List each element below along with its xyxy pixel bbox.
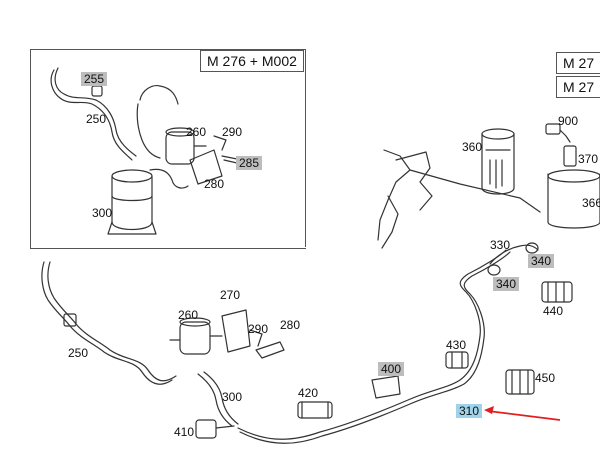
- canister-360-detail: [485, 149, 511, 189]
- sensor-900: [545, 123, 561, 135]
- right-model-label-bottom: M 27: [556, 76, 600, 98]
- part-290-main: [249, 329, 263, 347]
- label-300: 300: [222, 390, 243, 404]
- label-270: 270: [220, 288, 241, 302]
- part-280-main: [255, 341, 285, 359]
- label-900: 900: [558, 114, 579, 128]
- arrow-310-head: [484, 406, 494, 414]
- harness: [377, 149, 541, 241]
- sensor-900-wire: [559, 129, 571, 143]
- inset-frame: [30, 49, 306, 249]
- canister-360-body: [481, 133, 515, 195]
- label-420: 420: [298, 386, 319, 400]
- line-310: [237, 249, 507, 440]
- label-366-clip: 366: [582, 196, 600, 212]
- inset-hose-upper-b: [136, 103, 161, 159]
- label-430: 430: [446, 338, 467, 352]
- clamp-340-a: [525, 242, 539, 254]
- hose-300-main: [197, 373, 233, 427]
- label-360: 360: [462, 140, 483, 154]
- label-280: 280: [280, 318, 301, 332]
- label-366: 366: [582, 196, 600, 210]
- inset-label-250: 250: [86, 112, 107, 126]
- harness-b: [381, 195, 399, 249]
- right-model-label-top: M 27: [556, 52, 600, 74]
- clip-440-detail: [547, 281, 565, 303]
- hose-330: [489, 244, 539, 265]
- label-340-a: 340: [528, 254, 555, 268]
- inset-hose-250: [50, 69, 133, 161]
- hose-250-clamp: [63, 313, 77, 327]
- connector-400: [371, 375, 401, 399]
- label-450: 450: [535, 371, 556, 385]
- hose-250-main-b: [47, 261, 177, 382]
- inset-hose-to-pump: [149, 168, 189, 189]
- inset-pump-260-top: [165, 127, 195, 137]
- inset-part-290: [213, 135, 227, 151]
- inset-canister-300-ring: [111, 195, 153, 202]
- inset-bracket-280: [189, 149, 223, 185]
- inset-label-285: 285: [236, 156, 263, 170]
- pump-260-main-top: [179, 317, 211, 327]
- valve-410-port: [215, 425, 235, 429]
- label-330: 330: [490, 238, 511, 252]
- clip-430: [445, 351, 469, 369]
- hose-300-main-b: [203, 371, 239, 425]
- clip-430-detail: [451, 351, 463, 369]
- label-370: 370: [578, 152, 599, 166]
- inset-label-280: 280: [204, 177, 225, 191]
- valve-370: [563, 145, 577, 167]
- valve-410: [195, 419, 217, 439]
- canister-366-top: [547, 169, 600, 183]
- label-260: 260: [178, 308, 199, 322]
- inset-canister-300-base: [107, 221, 157, 235]
- label-440: 440: [543, 304, 564, 318]
- inset-pump-260: [165, 131, 195, 165]
- label-290: 290: [248, 322, 269, 336]
- inset-label-260: 260: [186, 125, 207, 139]
- label-400: 400: [378, 362, 405, 376]
- pump-260-main: [179, 321, 211, 355]
- label-410: 410: [174, 425, 195, 439]
- hose-250-main: [41, 261, 173, 385]
- bracket-270: [221, 309, 251, 353]
- inset-label-300: 300: [92, 206, 113, 220]
- inset-label-290: 290: [222, 125, 243, 139]
- arrow-310-shaft: [487, 410, 561, 421]
- connector-420-detail: [301, 401, 329, 419]
- label-250: 250: [68, 346, 89, 360]
- canister-360-top: [481, 128, 515, 140]
- line-310-b: [239, 251, 511, 444]
- inset-clamp-255: [91, 85, 103, 97]
- inset-hose-250-b: [54, 67, 137, 157]
- inset-frame-divider: [305, 49, 306, 247]
- label-340-b: 340: [493, 277, 520, 291]
- inset-hose-upper: [139, 85, 179, 105]
- clamp-340-b: [487, 264, 501, 276]
- inset-label-255: 255: [81, 72, 108, 86]
- pump-260-main-port: [169, 335, 223, 341]
- inset-model-label: M 276 + M002: [200, 50, 304, 72]
- connector-420: [297, 401, 333, 419]
- right-model-box: M 27 M 27: [556, 52, 600, 98]
- clip-450-detail: [511, 369, 529, 395]
- clip-440: [541, 281, 573, 303]
- label-310: 310: [456, 404, 483, 418]
